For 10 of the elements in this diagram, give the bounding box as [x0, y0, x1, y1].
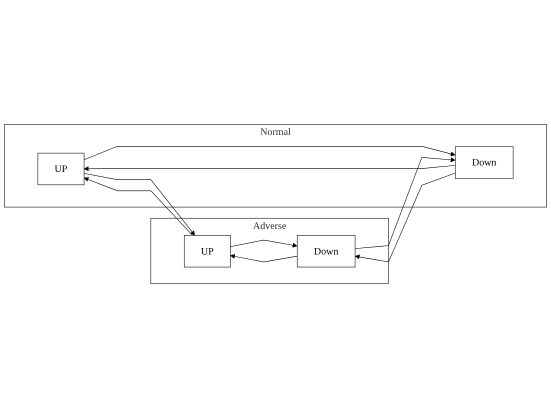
node-box: UP [184, 235, 231, 268]
arrow [354, 173, 456, 263]
arrow [84, 165, 456, 172]
node-box: UP [38, 153, 84, 186]
arrow [354, 158, 456, 250]
node-box: Down [296, 235, 356, 268]
arrow [230, 240, 298, 248]
arrow [230, 254, 298, 263]
arrow [84, 146, 456, 160]
node-box: Down [454, 146, 514, 180]
